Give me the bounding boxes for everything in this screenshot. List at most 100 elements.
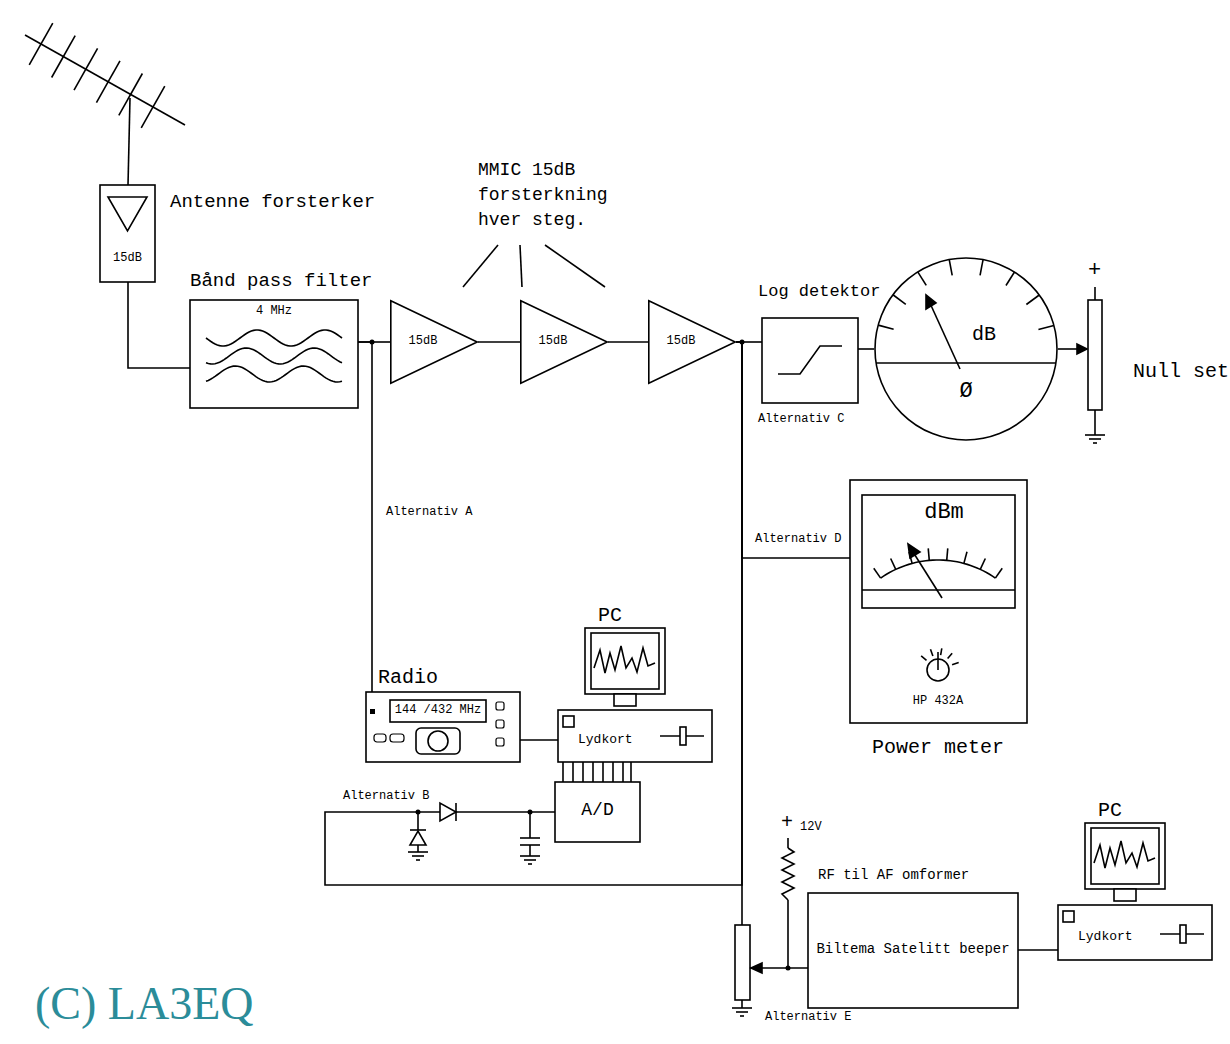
junction-dot	[528, 810, 533, 815]
node-tri: 15dB	[648, 300, 736, 384]
ground-symbol	[1085, 434, 1105, 436]
power-meter-scale-line	[862, 589, 1015, 591]
node-text: HP 432A	[913, 694, 963, 708]
meter-tick	[1038, 325, 1053, 329]
meter-tick	[878, 325, 893, 329]
diode-bar	[410, 829, 426, 831]
junction-dot	[416, 810, 421, 815]
ground-symbol	[524, 859, 536, 861]
meter-tick	[949, 260, 952, 276]
antenna-element	[96, 61, 120, 103]
power-meter-tick	[874, 568, 881, 578]
antenna-element	[74, 48, 98, 90]
ground-symbol	[408, 851, 428, 853]
node-tri: 15dB	[390, 300, 478, 384]
potentiometer	[735, 925, 750, 1000]
feed-line	[128, 98, 130, 185]
node-text: 15dB	[409, 334, 438, 348]
range-knob-pointer	[937, 652, 939, 670]
radio-button	[496, 738, 504, 746]
filter-wave	[206, 348, 342, 364]
amplifier-triangle	[521, 301, 607, 383]
range-knob-mark	[930, 649, 932, 656]
node-text: Lydkort	[578, 732, 633, 748]
slider-knob	[1180, 925, 1186, 943]
amplifier-box	[100, 185, 155, 282]
node-rect: A/D	[555, 782, 640, 842]
node-text: 15dB	[539, 334, 568, 348]
node-radio: Radio144 /432 MHz	[366, 692, 520, 762]
wiper-arrow	[1077, 344, 1087, 354]
annotation-label: Alternativ D	[755, 532, 841, 546]
radio-button	[390, 734, 404, 742]
wiper-arrow	[751, 963, 762, 973]
radio-display	[390, 700, 486, 722]
power-meter-needle	[913, 552, 942, 598]
radio-button	[374, 734, 386, 742]
node-heading: dBm	[924, 500, 964, 526]
wire	[741, 1000, 743, 1008]
ground-symbol	[416, 859, 420, 861]
amplifier-symbol	[108, 197, 147, 231]
power-meter-case	[850, 480, 1027, 723]
diode-symbol	[410, 831, 426, 845]
annotation-label: Alternativ B	[343, 789, 429, 803]
filter-wave	[206, 366, 342, 382]
radio-led	[370, 709, 375, 714]
antenna-element	[119, 73, 143, 115]
node-pm: dBmHP 432APower meter	[850, 480, 1027, 723]
node-heading: Radio	[378, 666, 438, 690]
node-amp0: Antenne forsterker15dB	[100, 185, 155, 282]
annotation-label: Null set	[1133, 360, 1229, 384]
wire	[787, 838, 789, 848]
connector	[128, 282, 190, 368]
ground-symbol	[1093, 442, 1097, 444]
filter-box	[190, 300, 358, 408]
monitor-stand	[1114, 889, 1136, 901]
wire	[1058, 348, 1078, 350]
log-detector-box	[762, 318, 858, 403]
data-bus	[630, 762, 632, 782]
meter-needle	[929, 301, 960, 369]
antenna-boom	[25, 35, 185, 125]
data-bus	[602, 762, 604, 782]
connector	[1018, 949, 1058, 951]
node-logdet: Log detektor	[762, 318, 858, 403]
connector	[608, 341, 648, 343]
node-text: Log detektor	[758, 282, 880, 302]
node-text: Power meter	[872, 736, 1004, 760]
connector	[478, 341, 520, 343]
node-text: 4 MHz	[256, 304, 292, 318]
ground-symbol	[736, 1011, 748, 1013]
node-heading: PC	[598, 604, 622, 628]
node-pc: PCLydkort	[558, 628, 712, 762]
wire	[417, 845, 419, 852]
leader-line	[463, 245, 498, 287]
resistor-symbol	[782, 848, 794, 900]
computer-case	[1058, 905, 1212, 960]
radio-button	[496, 702, 504, 710]
ground-symbol	[520, 855, 540, 857]
antenna-element	[29, 23, 53, 65]
power-meter-tick	[891, 558, 896, 569]
annotation-label: Alternativ E	[765, 1010, 851, 1024]
box	[555, 782, 640, 842]
node-tri: 15dB	[520, 300, 608, 384]
meter-tick	[1006, 272, 1015, 286]
power-meter-tick	[980, 558, 985, 569]
log-curve-symbol	[778, 346, 842, 374]
diode-symbol	[440, 803, 456, 821]
leader-line	[520, 245, 522, 287]
leader-line	[545, 245, 605, 287]
data-bus	[582, 762, 584, 782]
ground-symbol	[732, 1007, 752, 1009]
screen-waveform	[594, 646, 655, 673]
diode-bar	[455, 803, 457, 821]
potentiometer	[1088, 300, 1102, 410]
power-meter-needle-head	[908, 544, 920, 558]
power-meter-tick	[995, 568, 1002, 578]
radio-knob	[428, 731, 448, 751]
antenna-element	[52, 36, 76, 78]
